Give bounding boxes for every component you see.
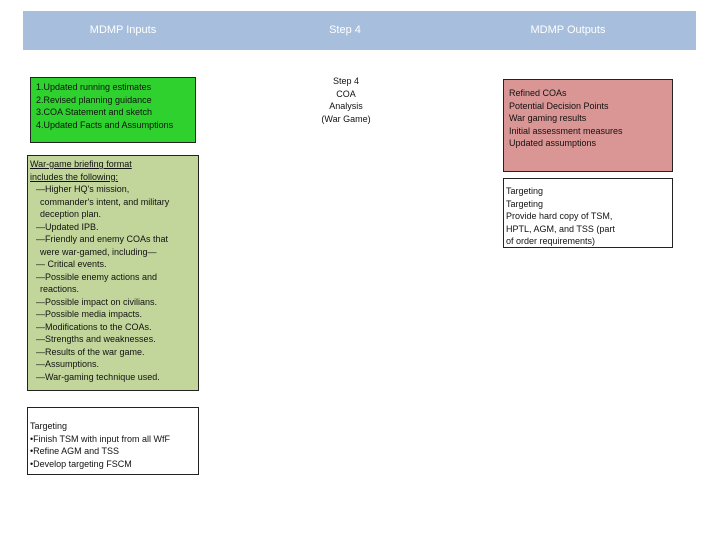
wargame-briefing-box: War-game briefing format includes the fo… [27,155,199,391]
input-item: 4.Updated Facts and Assumptions [36,119,174,130]
input-item: 1.Updated running estimates [36,82,152,92]
targeting-output-line: Provide hard copy of TSM, [506,211,613,221]
output-item: Updated assumptions [509,138,597,148]
wargame-line: —Possible enemy actions and [36,271,158,282]
step-line: Analysis [329,101,363,111]
input-item: 2.Revised planning guidance [36,94,152,105]
targeting-line: •Finish TSM with input from all WfF [30,433,171,444]
wargame-line: —Strengths and weaknesses. [36,334,156,344]
targeting-tasks-box: Targeting •Finish TSM with input from al… [27,407,199,475]
mdmp-inputs-header: MDMP Inputs [89,24,157,36]
wargame-line: —Possible media impacts. [36,309,143,319]
mdmp-outputs-header: MDMP Outputs [530,24,606,36]
step-line: (War Game) [321,113,371,124]
wargame-line: —Assumptions. [36,359,100,369]
mdmp-outputs-box: Refined COAs Potential Decision Points W… [503,79,673,172]
wargame-line: — Critical events. [36,259,107,269]
targeting-line: •Refine AGM and TSS [30,446,120,456]
step-line: Step 4 [332,76,360,86]
wargame-heading: War-game briefing format [30,159,132,169]
mdmp-inputs-box: 1.Updated running estimates 2.Revised pl… [30,77,196,143]
header-band [23,11,696,50]
targeting-output-line: of order requirements) [506,236,596,246]
targeting-line: Targeting [30,421,68,431]
targeting-output-line: HPTL, AGM, and TSS (part [506,223,615,234]
targeting-output-line: Targeting [506,198,544,209]
wargame-line: —Friendly and enemy COAs that [36,234,169,244]
wargame-heading: includes the following: [30,171,119,182]
targeting-line: •Develop targeting FSCM [30,458,132,469]
wargame-line: reactions. [40,284,80,294]
wargame-line: —Possible impact on civilians. [36,296,158,307]
wargame-line: were war-gamed, including— [40,246,157,257]
step-header: Step 4 [329,24,361,36]
targeting-output-line: Targeting [506,186,544,196]
output-item: War gaming results [509,113,587,123]
input-item: 3.COA Statement and sketch [36,107,153,117]
targeting-outputs-box: Targeting Targeting Provide hard copy of… [503,178,673,248]
output-item: Refined COAs [509,88,567,98]
wargame-line: —Modifications to the COAs. [36,321,152,332]
wargame-line: —War-gaming technique used. [36,371,160,382]
wargame-line: —Results of the war game. [36,346,145,357]
wargame-line: commander's intent, and military [40,196,170,207]
step-line: COA [336,88,356,99]
step-description: Step 4 COA Analysis (War Game) [300,75,392,125]
wargame-line: —Higher HQ's mission, [36,184,130,194]
wargame-line: deception plan. [40,209,102,219]
wargame-line: —Updated IPB. [36,221,99,232]
output-item: Potential Decision Points [509,100,609,111]
output-item: Initial assessment measures [509,125,623,136]
